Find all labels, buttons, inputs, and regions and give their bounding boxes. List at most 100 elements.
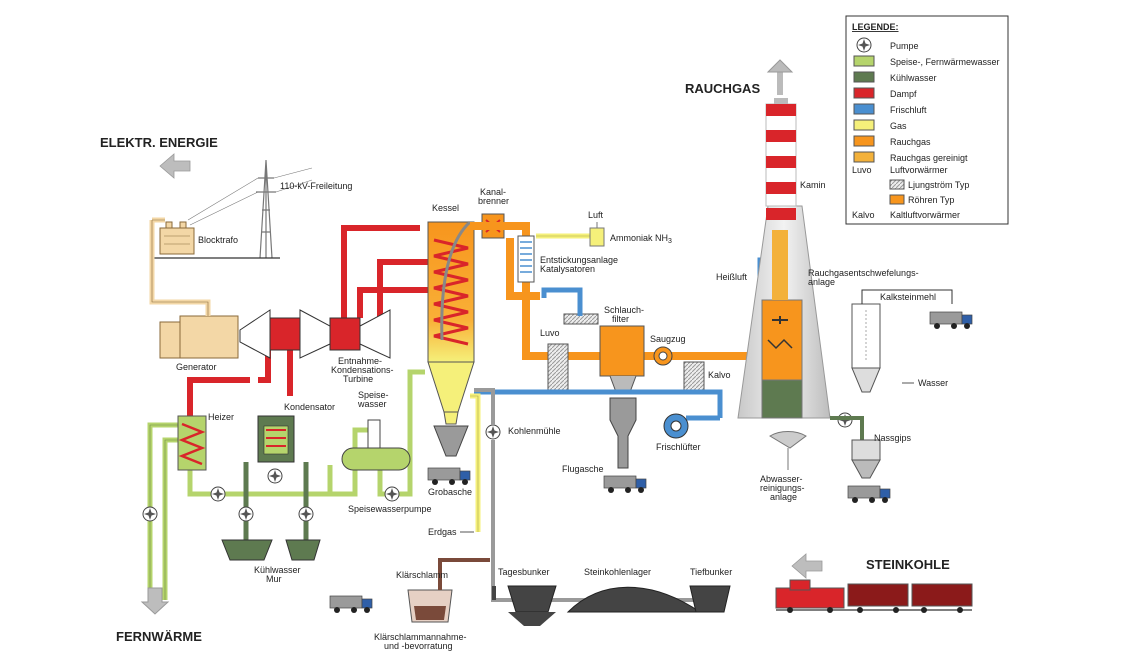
- blocktrafo-icon: [159, 221, 195, 255]
- label-kuehlwasser-1: Kühlwasser: [254, 565, 301, 575]
- label-kessel: Kessel: [432, 203, 459, 213]
- label-klaer-annahme-1: Klärschlammannahme-: [374, 632, 467, 642]
- truck-icon: [603, 475, 647, 494]
- legend-swatch: [853, 135, 875, 147]
- legend-item-label: Frischluft: [890, 105, 927, 115]
- frischluefter-icon: [663, 413, 689, 439]
- cooling-water-pipes: [243, 462, 309, 540]
- legend-roehren-swatch: [889, 194, 905, 205]
- heizer-icon: [177, 415, 207, 471]
- label-rea-2: anlage: [808, 277, 835, 287]
- label-entstickung-1: Entstickungsanlage: [540, 255, 618, 265]
- label-speisewasser-2: wasser: [357, 399, 387, 409]
- label-kamin: Kamin: [800, 180, 826, 190]
- label-frischluefter: Frischlüfter: [656, 442, 701, 452]
- grobasche-hopper: [433, 425, 469, 457]
- fernwaerme-arrow-icon: [140, 587, 170, 615]
- label-erdgas: Erdgas: [428, 527, 457, 537]
- label-steinkohle: STEINKOHLE: [866, 557, 950, 572]
- label-luft: Luft: [588, 210, 604, 220]
- legend-luvo-text: Luftvorwärmer: [890, 165, 948, 175]
- label-rauchgas: RAUCHGAS: [685, 81, 760, 96]
- legend-swatch: [853, 151, 875, 163]
- label-luvo: Luvo: [540, 328, 560, 338]
- label-kondensator: Kondensator: [284, 402, 335, 412]
- label-klaer-annahme-2: und -bevorratung: [384, 641, 453, 651]
- label-nassgips: Nassgips: [874, 433, 912, 443]
- label-schlauchfilter-2: filter: [612, 314, 629, 324]
- label-turbine-3: Turbine: [343, 374, 373, 384]
- legend-swatch: [853, 55, 875, 67]
- legend-ljung-text: Ljungström Typ: [908, 180, 969, 190]
- kalvo-icon: [683, 361, 705, 393]
- label-elektr-energie: ELEKTR. ENERGIE: [100, 135, 218, 150]
- truck-icon: [847, 485, 891, 504]
- legend-kalvo-text: Kaltluftvorwärmer: [890, 210, 960, 220]
- steinkohle-arrow-icon: [791, 553, 823, 579]
- label-tagesbunker: Tagesbunker: [498, 567, 550, 577]
- legend-item-label: Kühlwasser: [890, 73, 937, 83]
- erdgas-line: [470, 393, 481, 532]
- label-heizer: Heizer: [208, 412, 234, 422]
- luvo-icon: [547, 343, 569, 393]
- legend-item-label: Pumpe: [890, 41, 919, 51]
- label-generator: Generator: [176, 362, 217, 372]
- flugasche-hopper: [609, 397, 637, 469]
- kondensator-icon: [257, 415, 295, 463]
- kalksteinmehl-silo: [851, 303, 881, 393]
- label-kalksteinmehl: Kalksteinmehl: [880, 292, 936, 302]
- label-steinkohlenlager: Steinkohlenlager: [584, 567, 651, 577]
- label-kalvo: Kalvo: [708, 370, 731, 380]
- label-abwasser-3: anlage: [770, 492, 797, 502]
- label-blocktrafo: Blocktrafo: [198, 235, 238, 245]
- label-abwasser-1: Abwasser-: [760, 474, 803, 484]
- entstickung-catalyst: [517, 235, 535, 283]
- label-rea-1: Rauchgasentschwefelungs-: [808, 268, 919, 278]
- boiler-kessel: [427, 220, 475, 425]
- legend-roehren-text: Röhren Typ: [908, 195, 954, 205]
- label-turbine-1: Entnahme-: [338, 356, 382, 366]
- coal-storage: [507, 585, 731, 626]
- label-kanalbrenner-2: brenner: [478, 196, 509, 206]
- label-heissluft: Heißluft: [716, 272, 748, 282]
- legend-item-label: Gas: [890, 121, 907, 131]
- schlauchfilter-icon: [563, 313, 645, 393]
- label-saugzug: Saugzug: [650, 334, 686, 344]
- rea-absorber: [761, 230, 803, 419]
- legend-pump-icon: [856, 37, 872, 53]
- label-freileitung: 110-kV-Freileitung: [280, 181, 352, 191]
- turbine-icon: [239, 309, 391, 359]
- label-kanalbrenner-1: Kanal-: [480, 187, 506, 197]
- legend-swatch: [853, 103, 875, 115]
- label-fernwaerme: FERNWÄRME: [116, 629, 202, 644]
- truck-icon: [329, 595, 373, 614]
- generator-icon: [159, 315, 239, 359]
- cable-outline: [151, 219, 209, 316]
- label-flugasche: Flugasche: [562, 464, 604, 474]
- legend-item-label: Rauchgas gereinigt: [890, 153, 968, 163]
- legend-swatch: [853, 119, 875, 131]
- legend-ljung-swatch: [889, 179, 905, 190]
- label-tiefbunker: Tiefbunker: [690, 567, 732, 577]
- label-abwasser-2: reinigungs-: [760, 483, 805, 493]
- speisewasser-tank-icon: [341, 419, 411, 471]
- elektr-energie-arrow-icon: [159, 153, 191, 179]
- label-ammoniak: Ammoniak NH3: [610, 233, 672, 245]
- abwasser-icon: [769, 431, 807, 470]
- train-icon: [775, 579, 973, 613]
- label-schlauchfilter-1: Schlauch-: [604, 305, 644, 315]
- legend-luvo-abbr: Luvo: [852, 165, 872, 175]
- slurry-line: [830, 416, 864, 440]
- label-kohlenmuehle: Kohlenmühle: [508, 426, 561, 436]
- legend-swatch: [853, 87, 875, 99]
- nassgips-silo: [851, 439, 881, 479]
- label-wasser: Wasser: [918, 378, 948, 388]
- cooling-water-basin: [221, 539, 321, 561]
- saugzug-icon: [653, 346, 673, 366]
- truck-icon: [929, 311, 973, 330]
- label-speisewasserpumpe: Speisewasserpumpe: [348, 504, 432, 514]
- legend-kalvo-abbr: Kalvo: [852, 210, 875, 220]
- transmission-tower-icon: [187, 159, 313, 259]
